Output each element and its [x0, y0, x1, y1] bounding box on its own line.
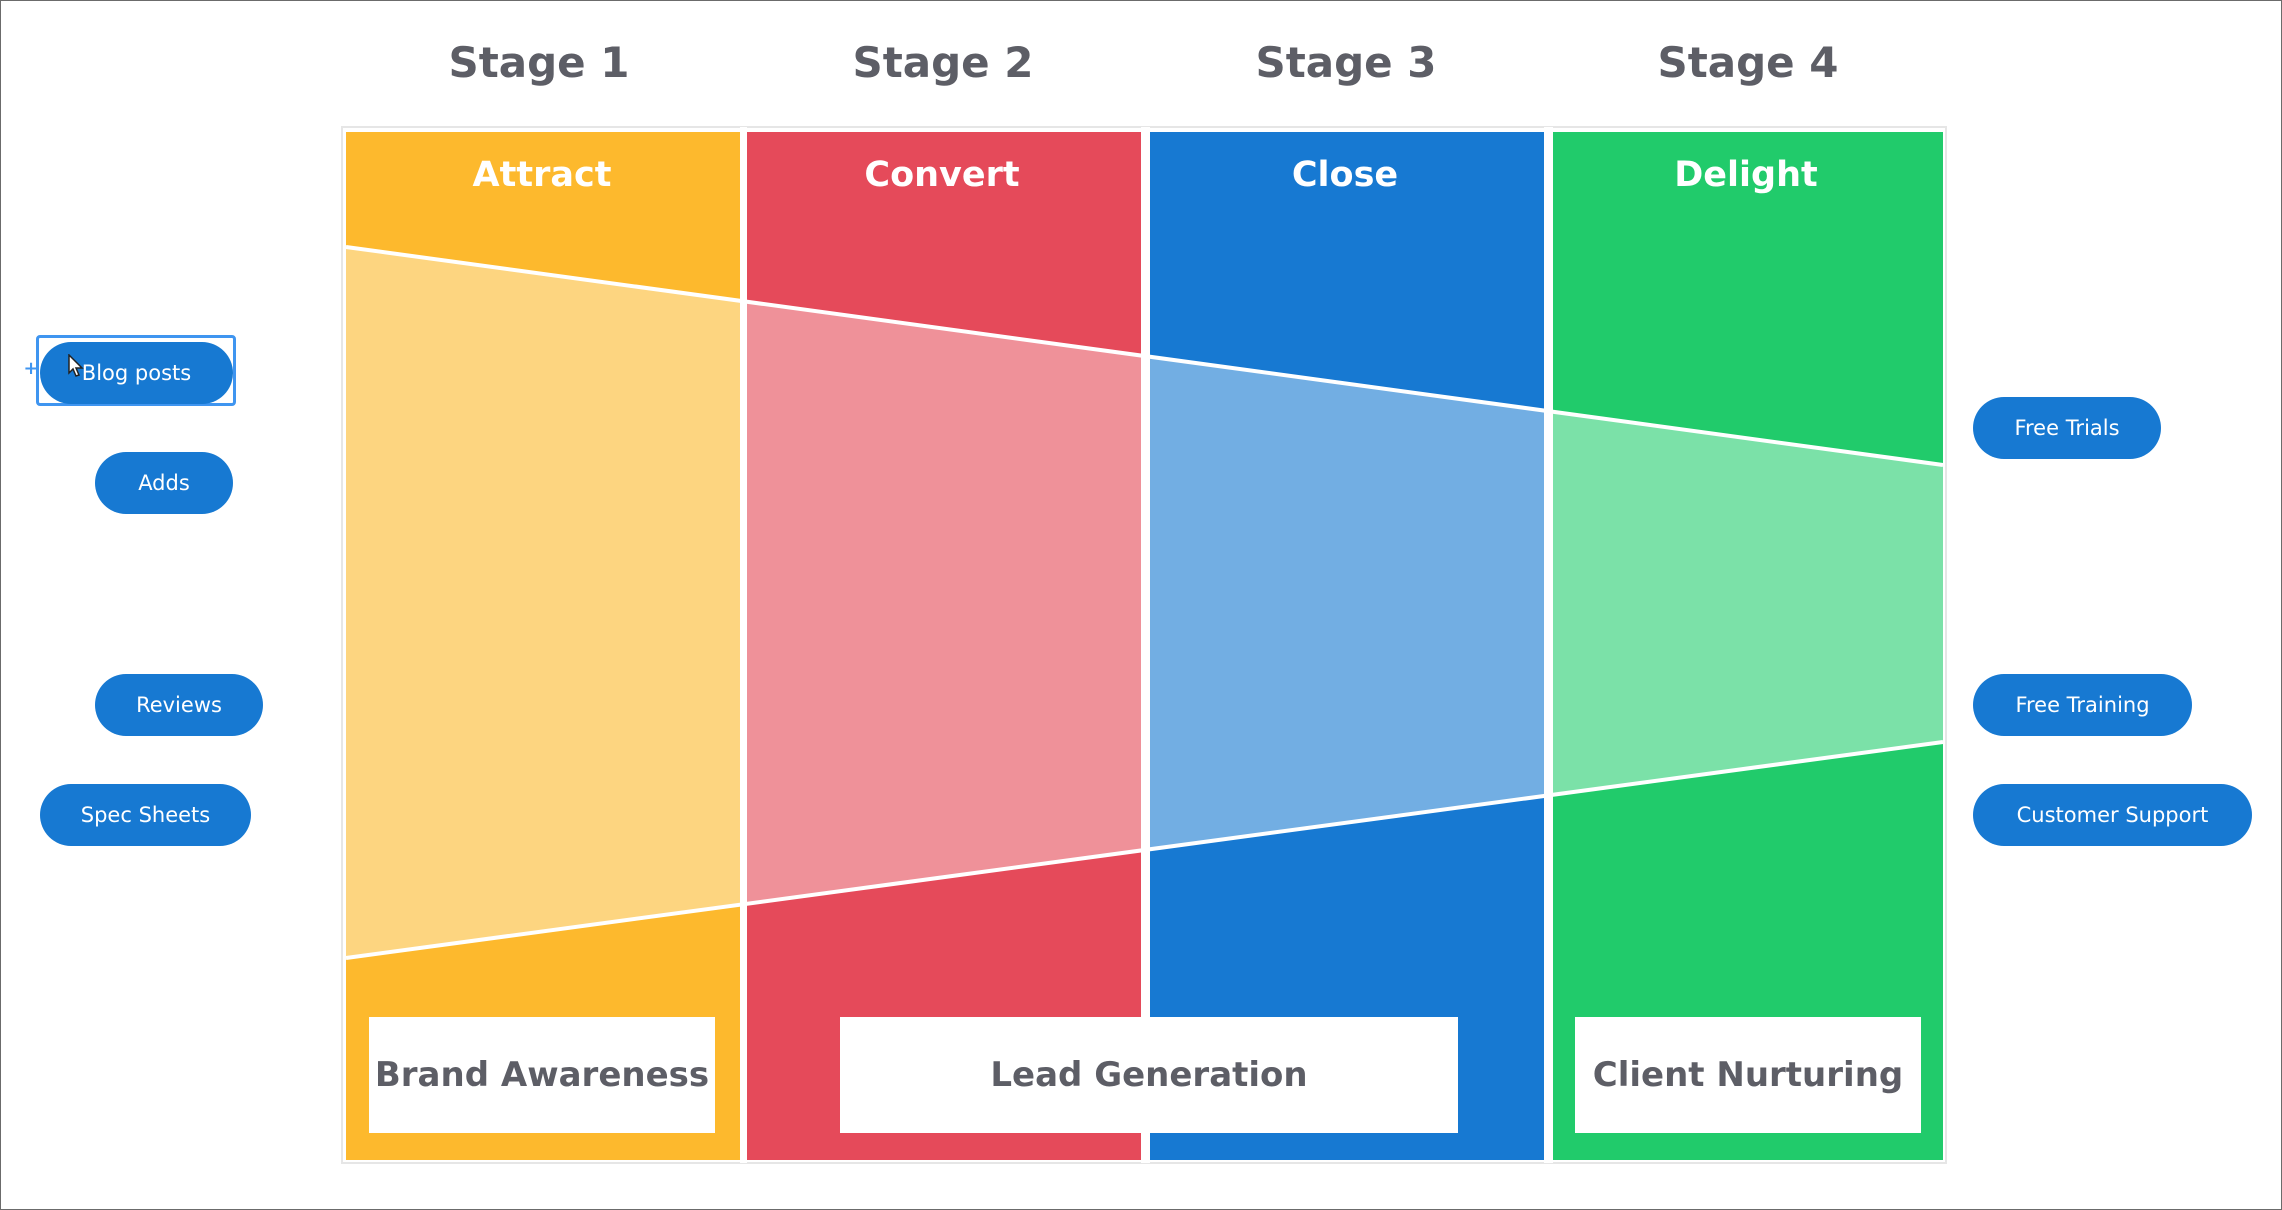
column-title-attract: Attract: [472, 155, 612, 195]
funnel-band-attract: [346, 247, 740, 958]
column-title-close: Close: [1291, 155, 1399, 195]
pill-spec-sheets[interactable]: Spec Sheets: [40, 784, 251, 846]
column-title-convert: Convert: [864, 155, 1020, 195]
pill-customer-support[interactable]: Customer Support: [1973, 784, 2252, 846]
pill-blog-posts[interactable]: Blog posts: [40, 342, 233, 404]
label-client-nurturing[interactable]: Client Nurturing: [1575, 1017, 1921, 1133]
plus-handle-icon[interactable]: +: [23, 358, 39, 379]
column-title-delight: Delight: [1674, 155, 1818, 195]
pill-reviews[interactable]: Reviews: [95, 674, 263, 736]
separator-1: [740, 127, 747, 1163]
separator-2: [1141, 127, 1150, 1163]
funnel-band-close: [1150, 357, 1544, 850]
selection-box: [36, 335, 236, 406]
label-lead-generation[interactable]: Lead Generation: [840, 1017, 1458, 1133]
pill-free-trials[interactable]: Free Trials: [1973, 397, 2161, 459]
separator-3: [1544, 127, 1553, 1163]
funnel-band-convert: [747, 302, 1141, 904]
stage-title-3: Stage 3: [1255, 38, 1437, 87]
label-brand-awareness[interactable]: Brand Awareness: [369, 1017, 715, 1133]
pill-adds[interactable]: Adds: [95, 452, 233, 514]
stage-title-2: Stage 2: [852, 38, 1034, 87]
stage-title-4: Stage 4: [1657, 38, 1839, 87]
pill-free-training[interactable]: Free Training: [1973, 674, 2192, 736]
mouse-pointer-icon: [68, 354, 84, 377]
funnel-band-delight: [1553, 412, 1943, 795]
stage-title-1: Stage 1: [448, 38, 630, 87]
